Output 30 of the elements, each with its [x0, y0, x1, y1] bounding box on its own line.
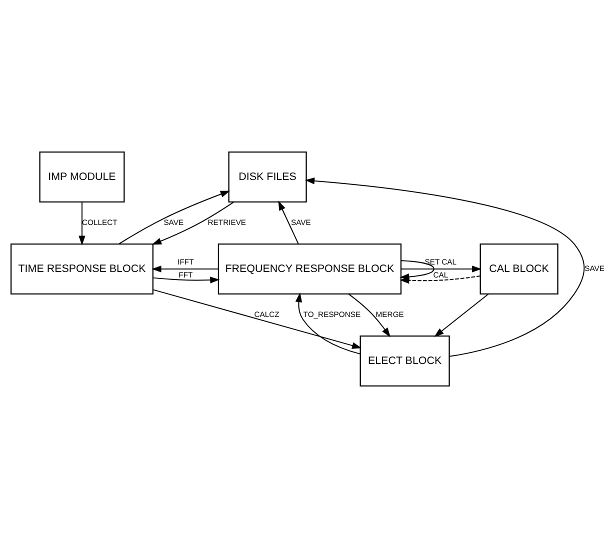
edge-label: TO_RESPONSE: [303, 309, 361, 318]
edge-label: FFT: [178, 270, 193, 279]
arrow: [348, 293, 390, 337]
edge-label: CALCZ: [254, 309, 280, 318]
node-box: IMP MODULE: [39, 151, 125, 202]
arrow: [152, 265, 219, 272]
edge-label: CAL: [433, 270, 448, 279]
edge-label: SAVE: [584, 263, 605, 272]
arrow: [152, 276, 220, 283]
node-box: DISK FILES: [228, 151, 307, 202]
arrow: [78, 201, 86, 245]
arrow: [152, 288, 362, 348]
arrow: [304, 177, 585, 356]
arrow: [295, 292, 361, 354]
node-box: CAL BLOCK: [480, 243, 558, 294]
arrow: [400, 265, 482, 272]
arrow: [434, 293, 489, 337]
edge-label: MERGE: [376, 309, 404, 318]
edge-label: SAVE: [164, 217, 184, 226]
node-box: TIME RESPONSE BLOCK: [10, 243, 154, 294]
arrow: [118, 190, 230, 244]
arrow: [400, 274, 481, 284]
edge-label: IFFT: [178, 256, 194, 266]
arrow: [278, 200, 299, 244]
node-box: FREQUENCY RESPONSE BLOCK: [218, 243, 402, 294]
arrow: [152, 201, 234, 244]
edge-label: COLLECT: [82, 217, 118, 226]
edge-label: RETRIEVE: [208, 217, 246, 226]
node-box: ELECT BLOCK: [360, 335, 450, 386]
edge-label: SAVE: [290, 217, 311, 226]
